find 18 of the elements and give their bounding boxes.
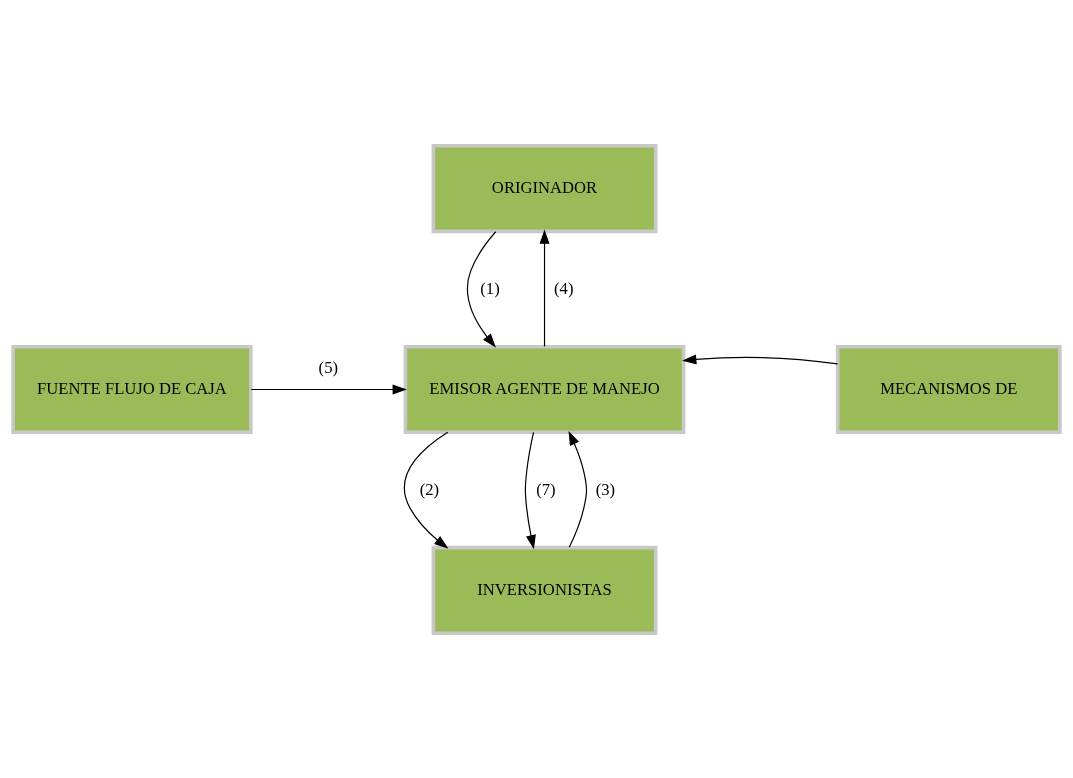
- edge-label: (7): [536, 479, 556, 499]
- edge-label: (1): [480, 278, 500, 298]
- arrow: [539, 229, 550, 347]
- edge-label: (2): [419, 479, 440, 499]
- arrow: [524, 431, 536, 549]
- node-box: INVERSIONISTAS: [431, 545, 658, 635]
- arrow: [568, 430, 588, 548]
- edge-label: (4): [554, 278, 574, 298]
- arrow: [682, 353, 839, 364]
- edge-label: (3): [595, 479, 616, 499]
- arrow: [403, 431, 449, 549]
- node-box: EMISOR AGENTE DE MANEJO: [403, 344, 686, 434]
- node-box: MECANISMOS DE: [835, 344, 1062, 434]
- node-box: FUENTE FLUJO DE CAJA: [11, 344, 253, 434]
- node-box: ORIGINADOR: [431, 143, 658, 233]
- arrow: [466, 230, 497, 348]
- edge-label: (5): [318, 357, 339, 376]
- arrow: [250, 384, 407, 394]
